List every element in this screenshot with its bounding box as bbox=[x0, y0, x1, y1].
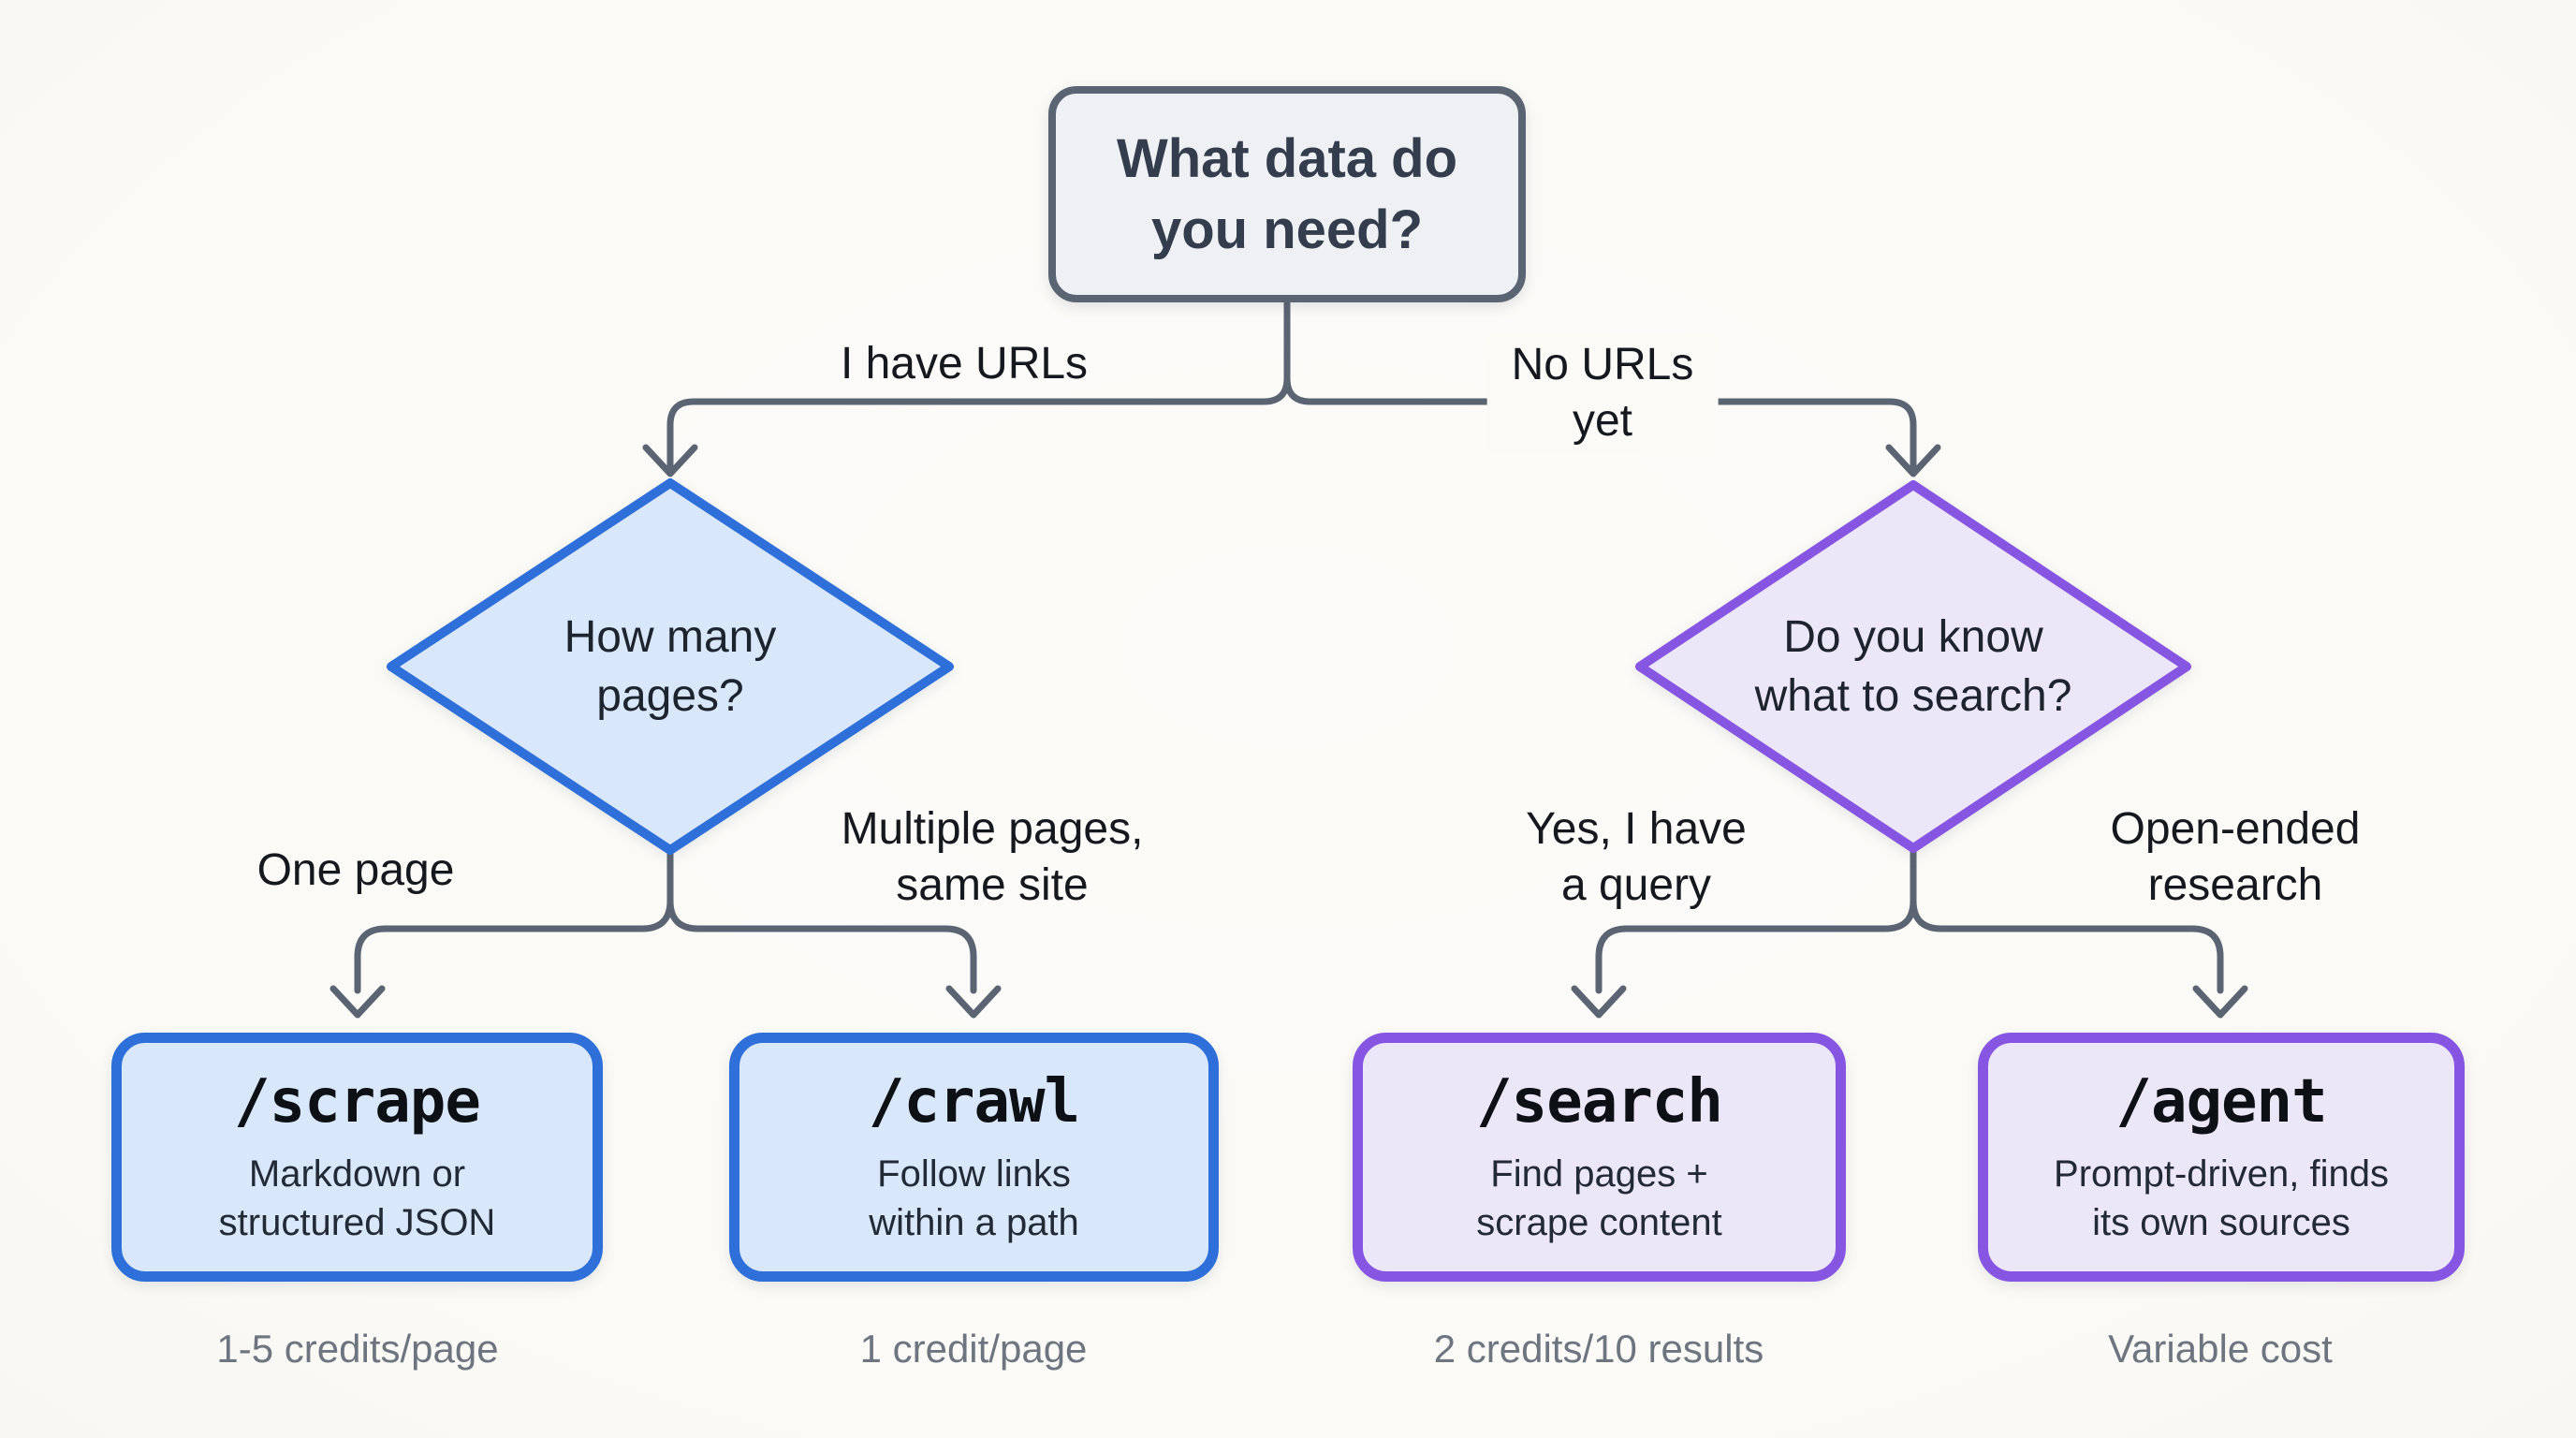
endpoint-scrape-box: /scrape Markdown or structured JSON bbox=[111, 1033, 603, 1282]
root-question-box: What data do you need? bbox=[1048, 86, 1526, 302]
connector-pages-to-crawl bbox=[666, 845, 977, 994]
connector-search-to-agent bbox=[1910, 844, 2224, 994]
decision-pages-label: How many pages? bbox=[564, 612, 777, 721]
decision-search-label: Do you know what to search? bbox=[1754, 612, 2072, 721]
edge-label-have-urls: I have URLs bbox=[840, 339, 1089, 389]
edge-label-one-page: One page bbox=[256, 845, 455, 895]
endpoint-crawl-box: /crawl Follow links within a path bbox=[729, 1033, 1219, 1282]
arrow-into-agent-icon bbox=[2192, 985, 2248, 1019]
endpoint-search-box: /search Find pages + scrape content bbox=[1353, 1033, 1846, 1282]
cost-label-search: 2 credits/10 results bbox=[1433, 1327, 1764, 1371]
arrow-into-pages-icon bbox=[642, 444, 698, 477]
endpoint-scrape-title: /scrape bbox=[234, 1067, 481, 1137]
edge-label-no-urls: No URLs yet bbox=[1486, 333, 1719, 453]
arrow-into-crawl-icon bbox=[945, 985, 1002, 1019]
edge-label-open-ended: Open-ended research bbox=[2110, 804, 2361, 910]
root-question-label: What data do you need? bbox=[1116, 127, 1458, 260]
cost-label-scrape: 1-5 credits/page bbox=[216, 1327, 499, 1371]
endpoint-agent-box: /agent Prompt-driven, finds its own sour… bbox=[1978, 1033, 2465, 1282]
edge-label-have-query: Yes, I have a query bbox=[1526, 804, 1747, 910]
cost-label-agent: Variable cost bbox=[2108, 1327, 2333, 1371]
decision-search-diamond bbox=[1635, 480, 2191, 853]
endpoint-agent-subtitle: Prompt-driven, finds its own sources bbox=[2054, 1153, 2389, 1243]
arrow-into-scrape-icon bbox=[329, 985, 386, 1019]
arrow-into-searchbox-icon bbox=[1571, 985, 1627, 1019]
endpoint-crawl-subtitle: Follow links within a path bbox=[869, 1153, 1079, 1243]
endpoint-crawl-title: /crawl bbox=[868, 1067, 1080, 1137]
endpoint-agent-title: /agent bbox=[2115, 1067, 2327, 1137]
edge-label-multiple-pages: Multiple pages, same site bbox=[841, 804, 1144, 910]
cost-label-crawl: 1 credit/page bbox=[859, 1327, 1088, 1371]
arrow-into-search-icon bbox=[1885, 444, 1941, 477]
endpoint-search-title: /search bbox=[1476, 1067, 1723, 1137]
decision-pages-diamond bbox=[387, 478, 954, 855]
endpoint-search-subtitle: Find pages + scrape content bbox=[1476, 1153, 1722, 1243]
endpoint-scrape-subtitle: Markdown or structured JSON bbox=[218, 1153, 496, 1243]
